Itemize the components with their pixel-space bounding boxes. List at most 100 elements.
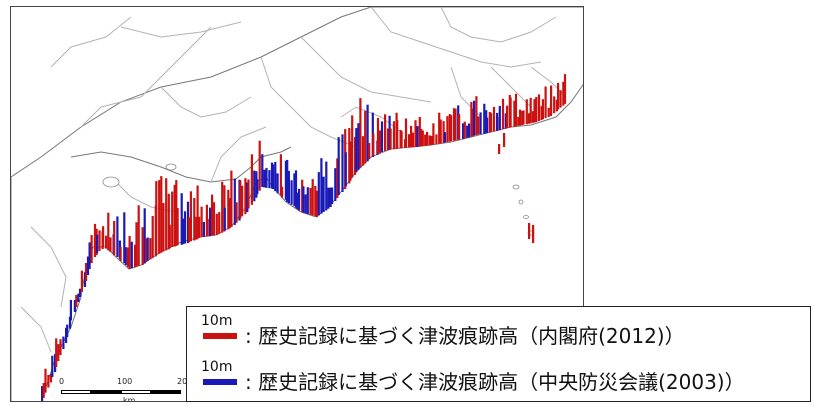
tsunami-bar-red [176, 208, 179, 246]
tsunami-bar-blue [284, 160, 287, 200]
tsunami-bar-red [128, 236, 131, 269]
tsunami-bar-blue [276, 173, 279, 194]
tsunami-bar-red [458, 114, 461, 140]
tsunami-bar-red [80, 270, 83, 292]
tsunami-bar-red [187, 217, 191, 243]
tsunami-bar-blue [274, 162, 277, 192]
tsunami-bar-blue [304, 194, 307, 214]
tsunami-bar-red [218, 212, 221, 234]
tsunami-bar-red [396, 120, 399, 149]
tsunami-bar-red [250, 154, 253, 205]
tsunami-bar-red [93, 223, 97, 257]
tsunami-bar-red [239, 180, 242, 219]
tsunami-bar-red [168, 224, 171, 249]
tsunami-bar-red [230, 170, 233, 227]
tsunami-bar-red [235, 202, 238, 223]
tsunami-bar-red [446, 116, 449, 142]
tsunami-bar-red [541, 99, 544, 119]
tsunami-bar-red [555, 99, 558, 112]
tsunami-bar-blue [286, 159, 289, 202]
tsunami-bar-red [439, 119, 442, 144]
tsunami-bar-blue [462, 123, 465, 139]
tsunami-bar-blue [355, 128, 358, 172]
tsunami-bar-red [102, 226, 105, 247]
tsunami-bar-red [364, 110, 367, 164]
tsunami-bar-red [349, 141, 352, 181]
legend: 10m : 歴史記録に基づく津波痕跡高（内閣府(2012)） 10m : 歴史記… [186, 306, 811, 402]
tsunami-bar-red [438, 112, 441, 144]
tsunami-bar-red [165, 178, 168, 251]
tsunami-bar-red [57, 344, 60, 361]
tsunami-bar-red [527, 113, 530, 124]
tsunami-bar-blue [317, 172, 320, 216]
tsunami-bar-red [171, 191, 174, 247]
tsunami-bar-red [430, 135, 433, 145]
tsunami-bar-blue [498, 105, 501, 130]
tsunami-bar-blue [246, 182, 249, 212]
tsunami-bar-blue [233, 178, 236, 225]
tsunami-bar-red [134, 244, 137, 268]
japan-coast-map [11, 7, 583, 401]
scale-tick-0: 0 [59, 377, 65, 386]
tsunami-bar-red [196, 185, 199, 239]
tsunami-height-bars [41, 74, 567, 401]
tsunami-bar-red [309, 187, 312, 215]
tsunami-bar-red [205, 204, 208, 237]
tsunami-bar-red [361, 136, 365, 166]
tsunami-bar-red [471, 108, 474, 137]
tsunami-bar-red [90, 235, 93, 263]
tsunami-bar-red [501, 98, 505, 130]
tsunami-bar-red [519, 109, 522, 126]
tsunami-bar-red [85, 263, 88, 281]
tsunami-bar-red [503, 133, 506, 147]
tsunami-bar-red [414, 120, 417, 148]
tsunami-bar-blue [265, 167, 268, 188]
tsunami-bar-red [477, 116, 480, 135]
tsunami-bar-blue [123, 212, 126, 263]
tsunami-bar-red [315, 190, 319, 217]
tsunami-bar-red [119, 246, 122, 261]
tsunami-bar-red [281, 186, 284, 198]
legend-bar-blue [203, 379, 237, 385]
tsunami-bar-blue [287, 170, 290, 204]
tsunami-bar-red [158, 180, 161, 254]
tsunami-bar-blue [51, 355, 54, 378]
scale-segment-2 [91, 390, 121, 394]
tsunami-bar-red [126, 247, 129, 267]
tsunami-bar-red [314, 185, 317, 217]
tsunami-bar-red [557, 82, 560, 110]
tsunami-bar-red [392, 121, 396, 150]
tsunami-bar-red [135, 222, 138, 267]
tsunami-bar-red [155, 181, 158, 255]
tsunami-bar-red [432, 123, 435, 145]
tsunami-bar-red [107, 212, 110, 251]
islands [102, 163, 535, 236]
tsunami-bar-blue [325, 161, 328, 211]
tsunami-bar-red [389, 128, 392, 150]
tsunami-bar-blue [366, 104, 369, 162]
tsunami-bar-red [492, 106, 496, 132]
tsunami-bar-blue [86, 256, 90, 275]
tsunami-bar-red [428, 135, 431, 146]
scale-unit: km [123, 396, 136, 402]
tsunami-bar-red [149, 238, 152, 260]
tsunami-bar-blue [331, 187, 334, 204]
tsunami-bar-red [227, 189, 230, 230]
tsunami-bar-red [448, 114, 451, 142]
tsunami-bar-blue [320, 158, 323, 214]
tsunami-bar-red [173, 184, 176, 247]
scale-segment-4 [151, 390, 181, 394]
tsunami-bar-red [553, 96, 556, 114]
scale-segment-1 [61, 390, 91, 394]
tsunami-bar-red [215, 213, 218, 235]
tsunami-bar-blue [296, 192, 299, 210]
tsunami-bar-blue [41, 386, 44, 401]
tsunami-bar-red [113, 220, 116, 256]
tsunami-bar-red [221, 181, 224, 233]
tsunami-bar-red [247, 179, 250, 209]
tsunami-bar-red [424, 134, 427, 146]
tsunami-bar-red [426, 131, 429, 146]
tsunami-bar-red [336, 158, 339, 198]
tsunami-bar-red [376, 117, 380, 154]
tsunami-bar-red [359, 98, 362, 168]
